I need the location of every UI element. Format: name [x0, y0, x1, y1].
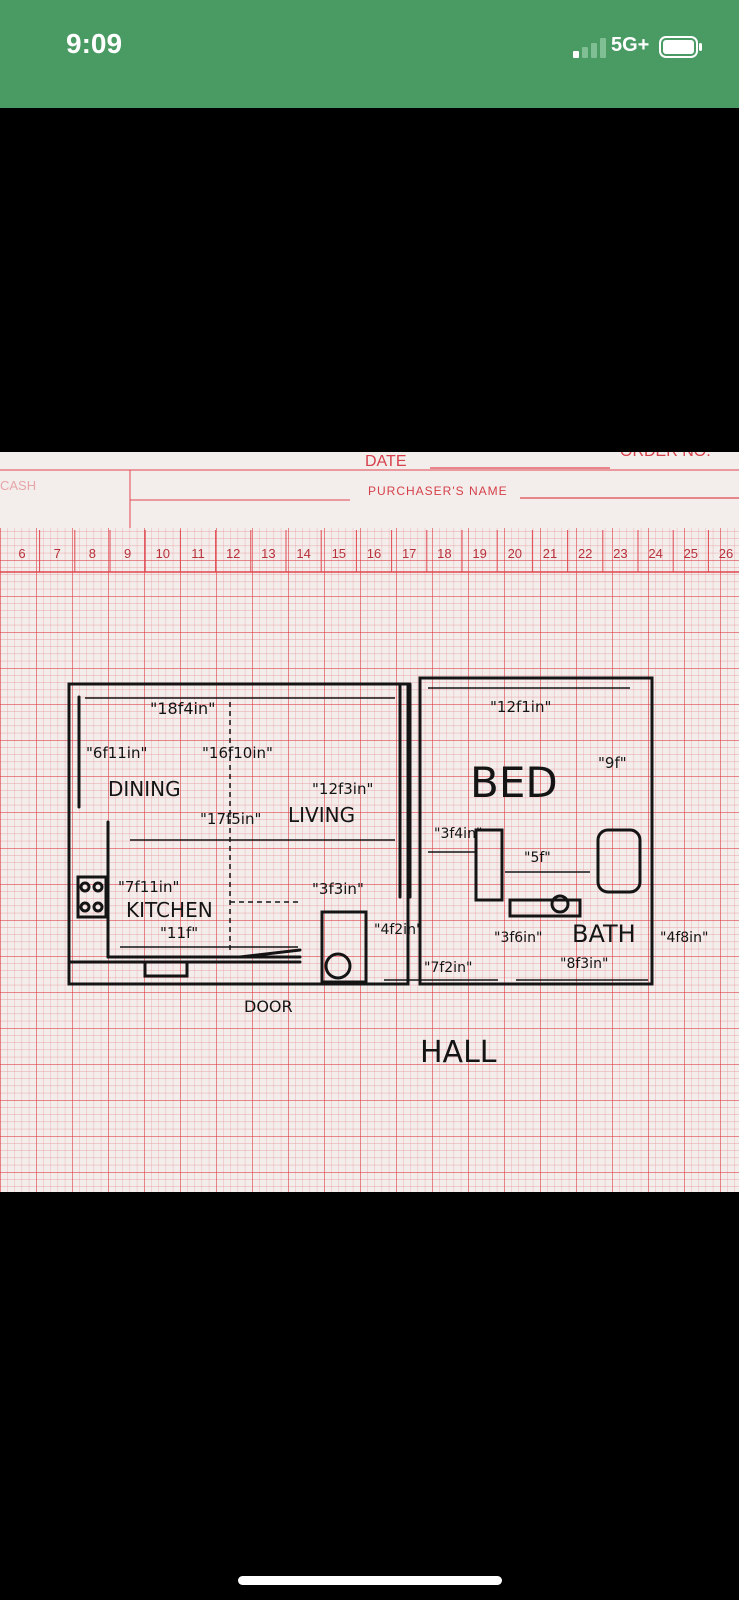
dimension-label: "4f2in": [374, 922, 422, 938]
network-type: 5G+: [611, 34, 650, 56]
signal-bars-icon: [573, 38, 606, 58]
signal-bar-3: [591, 43, 597, 58]
dimension-label: "12f3in": [312, 780, 373, 798]
ruler-number: 20: [508, 546, 522, 561]
ruler-number: 12: [226, 546, 240, 561]
ruler-number: 13: [261, 546, 275, 561]
form-date-label: DATE: [365, 453, 406, 470]
dimension-label: "18f4in": [150, 699, 215, 718]
dimension-label: "12f1in": [490, 698, 551, 716]
dimension-label: "17f5in": [200, 810, 261, 828]
room-label-living: LIVING: [288, 803, 355, 827]
ruler-number: 9: [124, 546, 131, 561]
signal-bar-2: [582, 47, 588, 58]
ruler-number: 11: [191, 546, 205, 561]
room-label-door: DOOR: [244, 997, 293, 1016]
dimension-label: "16f10in": [202, 744, 273, 762]
signal-bar-1: [573, 51, 579, 58]
status-bar: 9:09 5G+: [0, 0, 739, 108]
ruler-number: 17: [402, 546, 416, 561]
dimension-label: "6f11in": [86, 744, 147, 762]
ruler-number: 21: [543, 546, 557, 561]
room-label-bath: BATH: [572, 920, 636, 948]
home-indicator[interactable]: [238, 1576, 502, 1585]
ruler-number: 6: [18, 546, 25, 561]
floor-plan-photo[interactable]: DATE ORDER NO. PURCHASER'S NAME CASH 6 7 8…: [0, 452, 739, 1192]
status-time: 9:09: [66, 28, 123, 59]
ruler-number: 15: [332, 546, 346, 561]
form-purchaser-label: PURCHASER'S NAME: [368, 484, 508, 498]
svg-text:CASH: CASH: [0, 478, 36, 493]
ruler-number: 19: [472, 546, 486, 561]
dimension-label: "3f3in": [312, 880, 364, 898]
signal-bar-4: [600, 38, 606, 58]
ruler-number: 10: [156, 546, 170, 561]
dimension-label: "9f": [598, 754, 627, 772]
ruler-number: 22: [578, 546, 592, 561]
ruler-numbers: 6 7 8 9 10 11 12 13 14 15 16 17 18 19 20 21 22 23 24 25 26: [18, 530, 733, 572]
room-label-hall: HALL: [420, 1035, 497, 1070]
ruler-number: 8: [89, 546, 96, 561]
room-label-bed: BED: [470, 758, 558, 807]
dimension-label: "7f2in": [424, 960, 472, 976]
dimension-label: "4f8in": [660, 930, 708, 946]
ruler-number: 23: [613, 546, 627, 561]
dimension-label: "11f": [160, 924, 198, 942]
dimension-label: "7f11in": [118, 878, 179, 896]
dimension-label: "3f6in": [494, 930, 542, 946]
room-label-kitchen: KITCHEN: [126, 898, 213, 922]
ruler-number: 24: [648, 546, 662, 561]
ruler-number: 18: [437, 546, 451, 561]
ruler-number: 16: [367, 546, 381, 561]
dimension-label: "8f3in": [560, 956, 608, 972]
floor-plan-drawing: DATE ORDER NO. PURCHASER'S NAME CASH 6 7 8…: [0, 452, 739, 1192]
dimension-label: "3f4in": [434, 826, 482, 842]
dimension-label: "5f": [524, 850, 551, 866]
room-label-dining: DINING: [108, 777, 181, 801]
ruler-number: 25: [684, 546, 698, 561]
form-order-label: ORDER NO.: [620, 452, 711, 460]
ruler-number: 7: [54, 546, 61, 561]
battery-icon: [659, 36, 702, 58]
ruler-number: 26: [719, 546, 733, 561]
ruler-number: 14: [296, 546, 310, 561]
